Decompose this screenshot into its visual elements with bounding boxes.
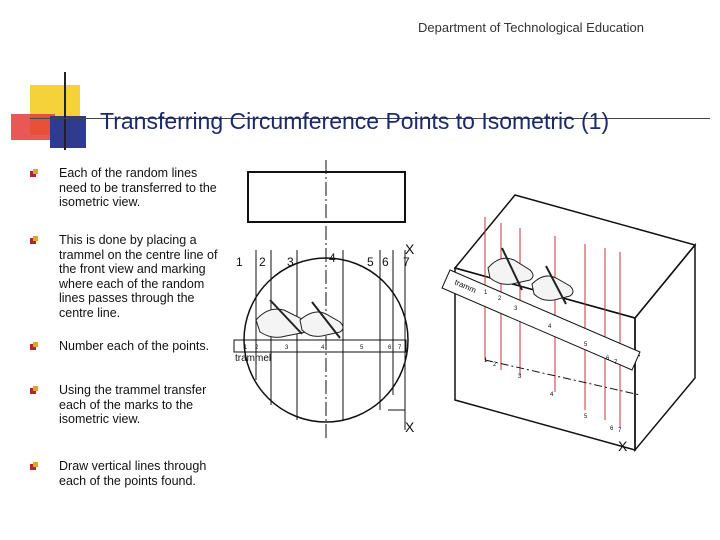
deco-blue-block xyxy=(50,116,86,148)
iso-base-mark-7: 7 xyxy=(618,428,622,434)
trammel-mark-5: 5 xyxy=(360,345,364,351)
bullet-item: Number each of the points. xyxy=(30,339,220,354)
iso-side-face xyxy=(634,242,696,453)
iso-trammel-strip xyxy=(441,269,641,371)
deco-vertical-line xyxy=(64,72,66,150)
bullet-text: Using the trammel transfer each of the m… xyxy=(59,383,207,426)
iso-base-mark-2: 2 xyxy=(493,362,497,368)
deco-horizontal-line xyxy=(30,118,710,119)
trammel-mark-6: 6 xyxy=(388,345,392,351)
department-header: Department of Technological Education xyxy=(418,20,644,35)
iso-trammel-mark-3: 3 xyxy=(514,306,518,312)
x-label-bottom: X xyxy=(405,419,415,435)
iso-trammel-mark-2: 2 xyxy=(498,296,502,302)
bullet-text: Number each of the points. xyxy=(59,339,210,353)
iso-base-mark-4: 4 xyxy=(550,392,554,398)
iso-trammel-mark-6: 6 xyxy=(606,356,610,362)
hand-pencil-icon xyxy=(255,299,344,339)
trammel-mark-7: 7 xyxy=(398,345,402,351)
front-number-4: 4 xyxy=(329,251,336,265)
x-label-iso: X xyxy=(618,438,628,454)
bullet-icon xyxy=(30,169,39,178)
trammel-mark-1: 1 xyxy=(244,345,248,351)
front-view-numbers: 1 2 3 4 5 6 7 X X xyxy=(236,241,415,435)
front-number-1: 1 xyxy=(236,255,243,269)
bullet-item: Draw vertical lines through each of the … xyxy=(30,459,220,488)
trammel-label: trammel xyxy=(235,353,271,364)
front-number-3: 3 xyxy=(287,255,294,269)
slide-title: Transferring Circumference Points to Iso… xyxy=(100,108,610,134)
trammel-mark-3: 3 xyxy=(285,345,289,351)
iso-base-mark-5: 5 xyxy=(584,414,588,420)
bullet-item: Using the trammel transfer each of the m… xyxy=(30,383,220,427)
bullet-icon xyxy=(30,386,39,395)
bullet-text: Each of the random lines need to be tran… xyxy=(59,166,217,209)
x-label-top: X xyxy=(405,241,415,257)
bullet-item: Each of the random lines need to be tran… xyxy=(30,166,220,210)
bullet-icon xyxy=(30,342,39,351)
iso-hand-pencil-icon xyxy=(487,247,574,305)
front-number-2: 2 xyxy=(259,255,266,269)
iso-trammel-mark-5: 5 xyxy=(584,342,588,348)
isometric-block xyxy=(453,194,697,453)
front-trammel-marks: 1 2 3 4 5 6 7 xyxy=(244,345,402,351)
front-view xyxy=(233,160,409,440)
bullet-text: Draw vertical lines through each of the … xyxy=(59,459,207,488)
iso-trammel-mark-1: 1 xyxy=(484,290,488,296)
front-number-6: 6 xyxy=(382,255,389,269)
iso-base-mark-1: 1 xyxy=(484,358,488,364)
front-number-7: 7 xyxy=(403,255,410,269)
bullet-item: This is done by placing a trammel on the… xyxy=(30,233,220,320)
trammel-mark-4: 4 xyxy=(321,345,325,351)
iso-base-mark-3: 3 xyxy=(518,374,522,380)
iso-trammel-mark-7: 7 xyxy=(614,360,618,366)
bullet-text: This is done by placing a trammel on the… xyxy=(59,233,218,320)
iso-trammel-mark-4: 4 xyxy=(548,324,552,330)
bullet-icon xyxy=(30,236,39,245)
iso-base-mark-6: 6 xyxy=(610,426,614,432)
bullet-icon xyxy=(30,462,39,471)
front-number-5: 5 xyxy=(367,255,374,269)
trammel-mark-2: 2 xyxy=(255,345,259,351)
front-trammel-strip xyxy=(233,339,407,353)
